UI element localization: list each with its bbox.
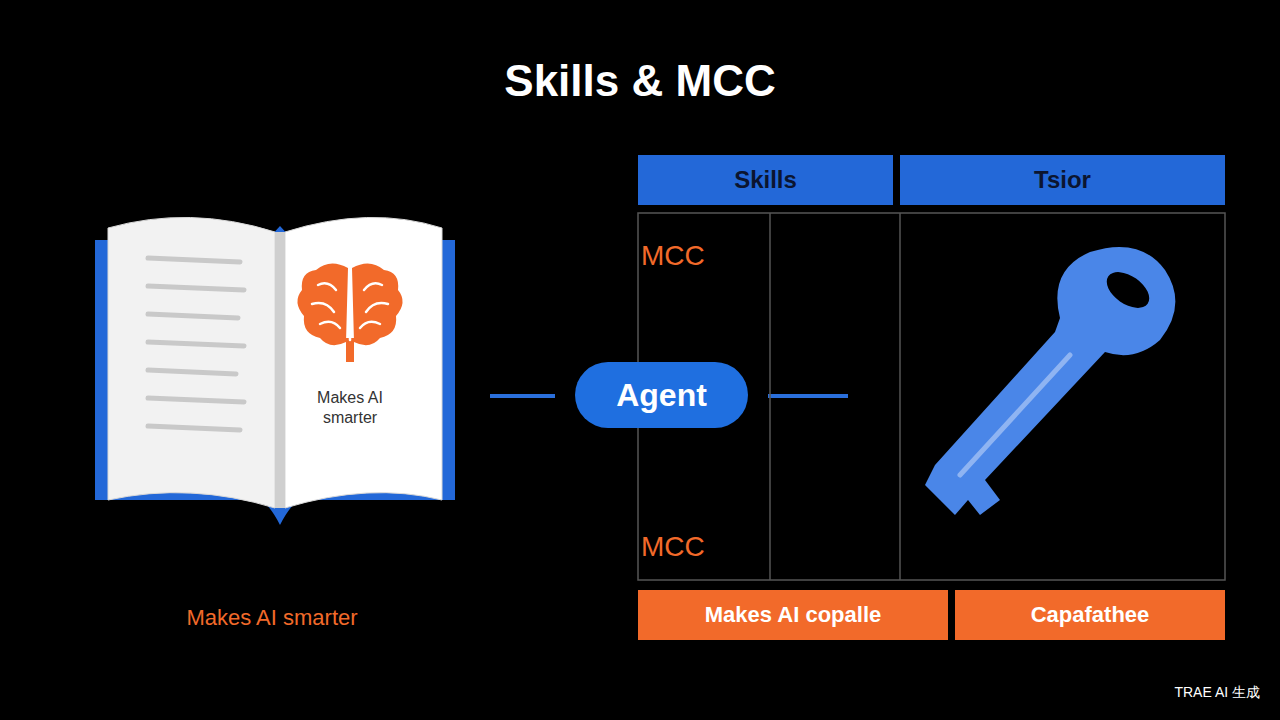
footer-cell: Makes AI copalle (638, 590, 948, 640)
node-text: Makes AI copalle (705, 602, 881, 628)
header-cell: Tsior (900, 155, 1225, 205)
footer-cell: Capafathee (955, 590, 1225, 640)
book-illustration (95, 217, 455, 525)
table-cell: MCC (641, 529, 766, 564)
node-text: Agent (616, 377, 707, 414)
watermark: TRAE AI 生成 (1080, 684, 1260, 702)
book-text: Makes AI smarter (292, 388, 408, 428)
key-icon (925, 247, 1175, 515)
leader-line (490, 394, 555, 398)
node-text: Tsior (1034, 166, 1091, 194)
leader-line (768, 394, 848, 398)
agent-pill: Agent (575, 362, 748, 428)
header-cell: Skills (638, 155, 893, 205)
node-text: Skills (734, 166, 797, 194)
brain-icon (297, 263, 402, 362)
node-text: Capafathee (1031, 602, 1150, 628)
title: Skills & MCC (0, 56, 1280, 106)
caption-label: Makes AI smarter (122, 604, 422, 632)
table-cell: MCC (641, 238, 766, 273)
